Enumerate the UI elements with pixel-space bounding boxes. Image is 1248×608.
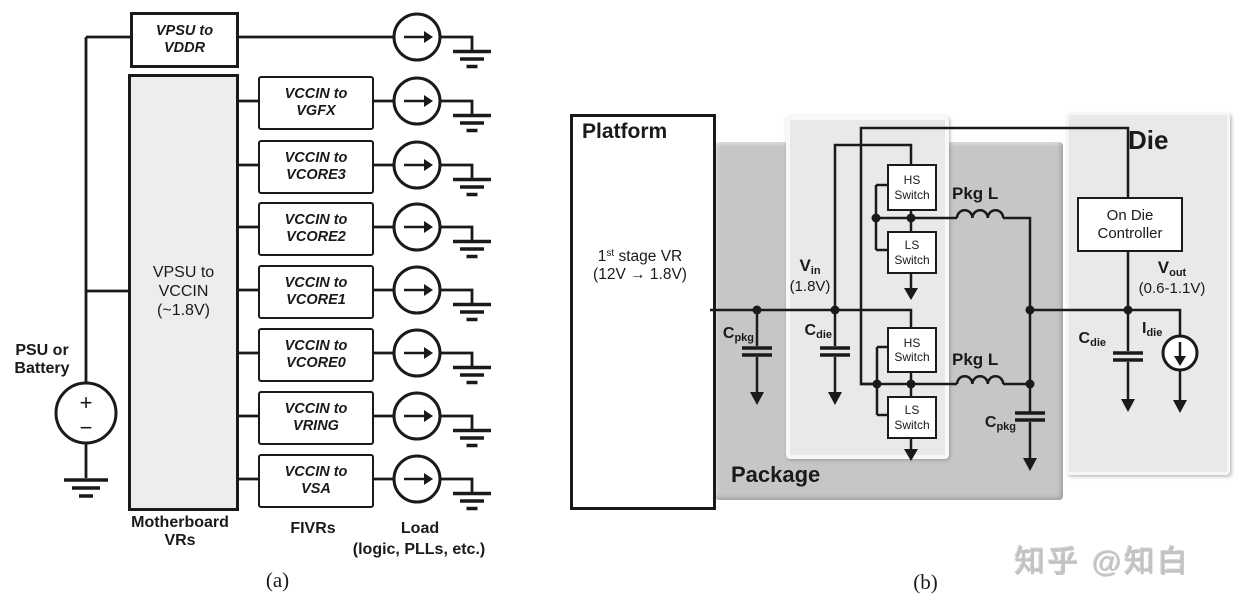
load-arrow-icons <box>404 35 424 481</box>
vr-box-label: VCCIN <box>158 283 209 301</box>
die-region <box>1066 112 1230 475</box>
load-arrowheads <box>424 31 433 485</box>
a-row-wires <box>233 35 474 492</box>
platform-box <box>570 114 716 510</box>
fivrs-label: FIVRs <box>290 520 336 537</box>
idie-label: Idie <box>1142 320 1163 339</box>
cdie-label-1: Cdie <box>804 322 832 341</box>
minus-symbol: − <box>79 415 93 440</box>
cpkg-label-1: Cpkg <box>722 325 754 344</box>
load-label: Load <box>400 520 440 537</box>
die-label: Die <box>1128 125 1169 155</box>
caption-b: (b) <box>913 570 938 594</box>
platform-title: Platform <box>582 120 668 143</box>
cpkg-label-2: Cpkg <box>984 414 1016 433</box>
psu-label: PSU or Battery <box>14 342 70 378</box>
inductor-icon <box>955 209 1005 219</box>
load-sublabel: (logic, PLLs, etc.) <box>352 541 486 558</box>
vr-box-label: VPSU to <box>152 264 215 282</box>
plus-symbol: + <box>79 390 93 415</box>
pkg-l-label-upper: Pkg L <box>952 184 999 203</box>
a-bus-wires <box>54 35 130 478</box>
load-ground-icons <box>453 49 491 511</box>
first-stage-vr-label: 1st stage VR (12V → 1.8V) <box>593 248 687 283</box>
watermark: 知乎 @知白 <box>1015 546 1191 579</box>
inductor-icon <box>955 375 1005 385</box>
cdie-label-2: Cdie <box>1078 330 1106 349</box>
vr-box-label: VDDR <box>163 40 206 56</box>
vin-label: Vin (1.8V) <box>789 256 831 295</box>
vr-box-label: VPSU to <box>155 22 214 39</box>
vr-box-vccin: VPSU to VCCIN (~1.8V) <box>128 74 239 511</box>
b-wires <box>710 126 1182 458</box>
b-ground-arrowheads <box>750 288 1187 471</box>
package-label: Package <box>731 462 821 487</box>
psu-ground-icon <box>64 478 108 498</box>
vout-label: Vout (0.6-1.1V) <box>1138 258 1206 297</box>
idie-source-icon <box>1161 334 1199 372</box>
vr-box-label: (~1.8V) <box>157 301 210 319</box>
motherboard-vrs-label: Motherboard VRs <box>131 514 229 550</box>
vr-box-vddr: VPSU to VDDR <box>130 12 239 68</box>
load-source-icons <box>392 12 442 504</box>
junction-dots <box>752 213 1133 389</box>
caption-a: (a) <box>265 568 290 592</box>
capacitor-icons <box>742 346 1143 422</box>
pkg-l-label-lower: Pkg L <box>952 350 999 369</box>
